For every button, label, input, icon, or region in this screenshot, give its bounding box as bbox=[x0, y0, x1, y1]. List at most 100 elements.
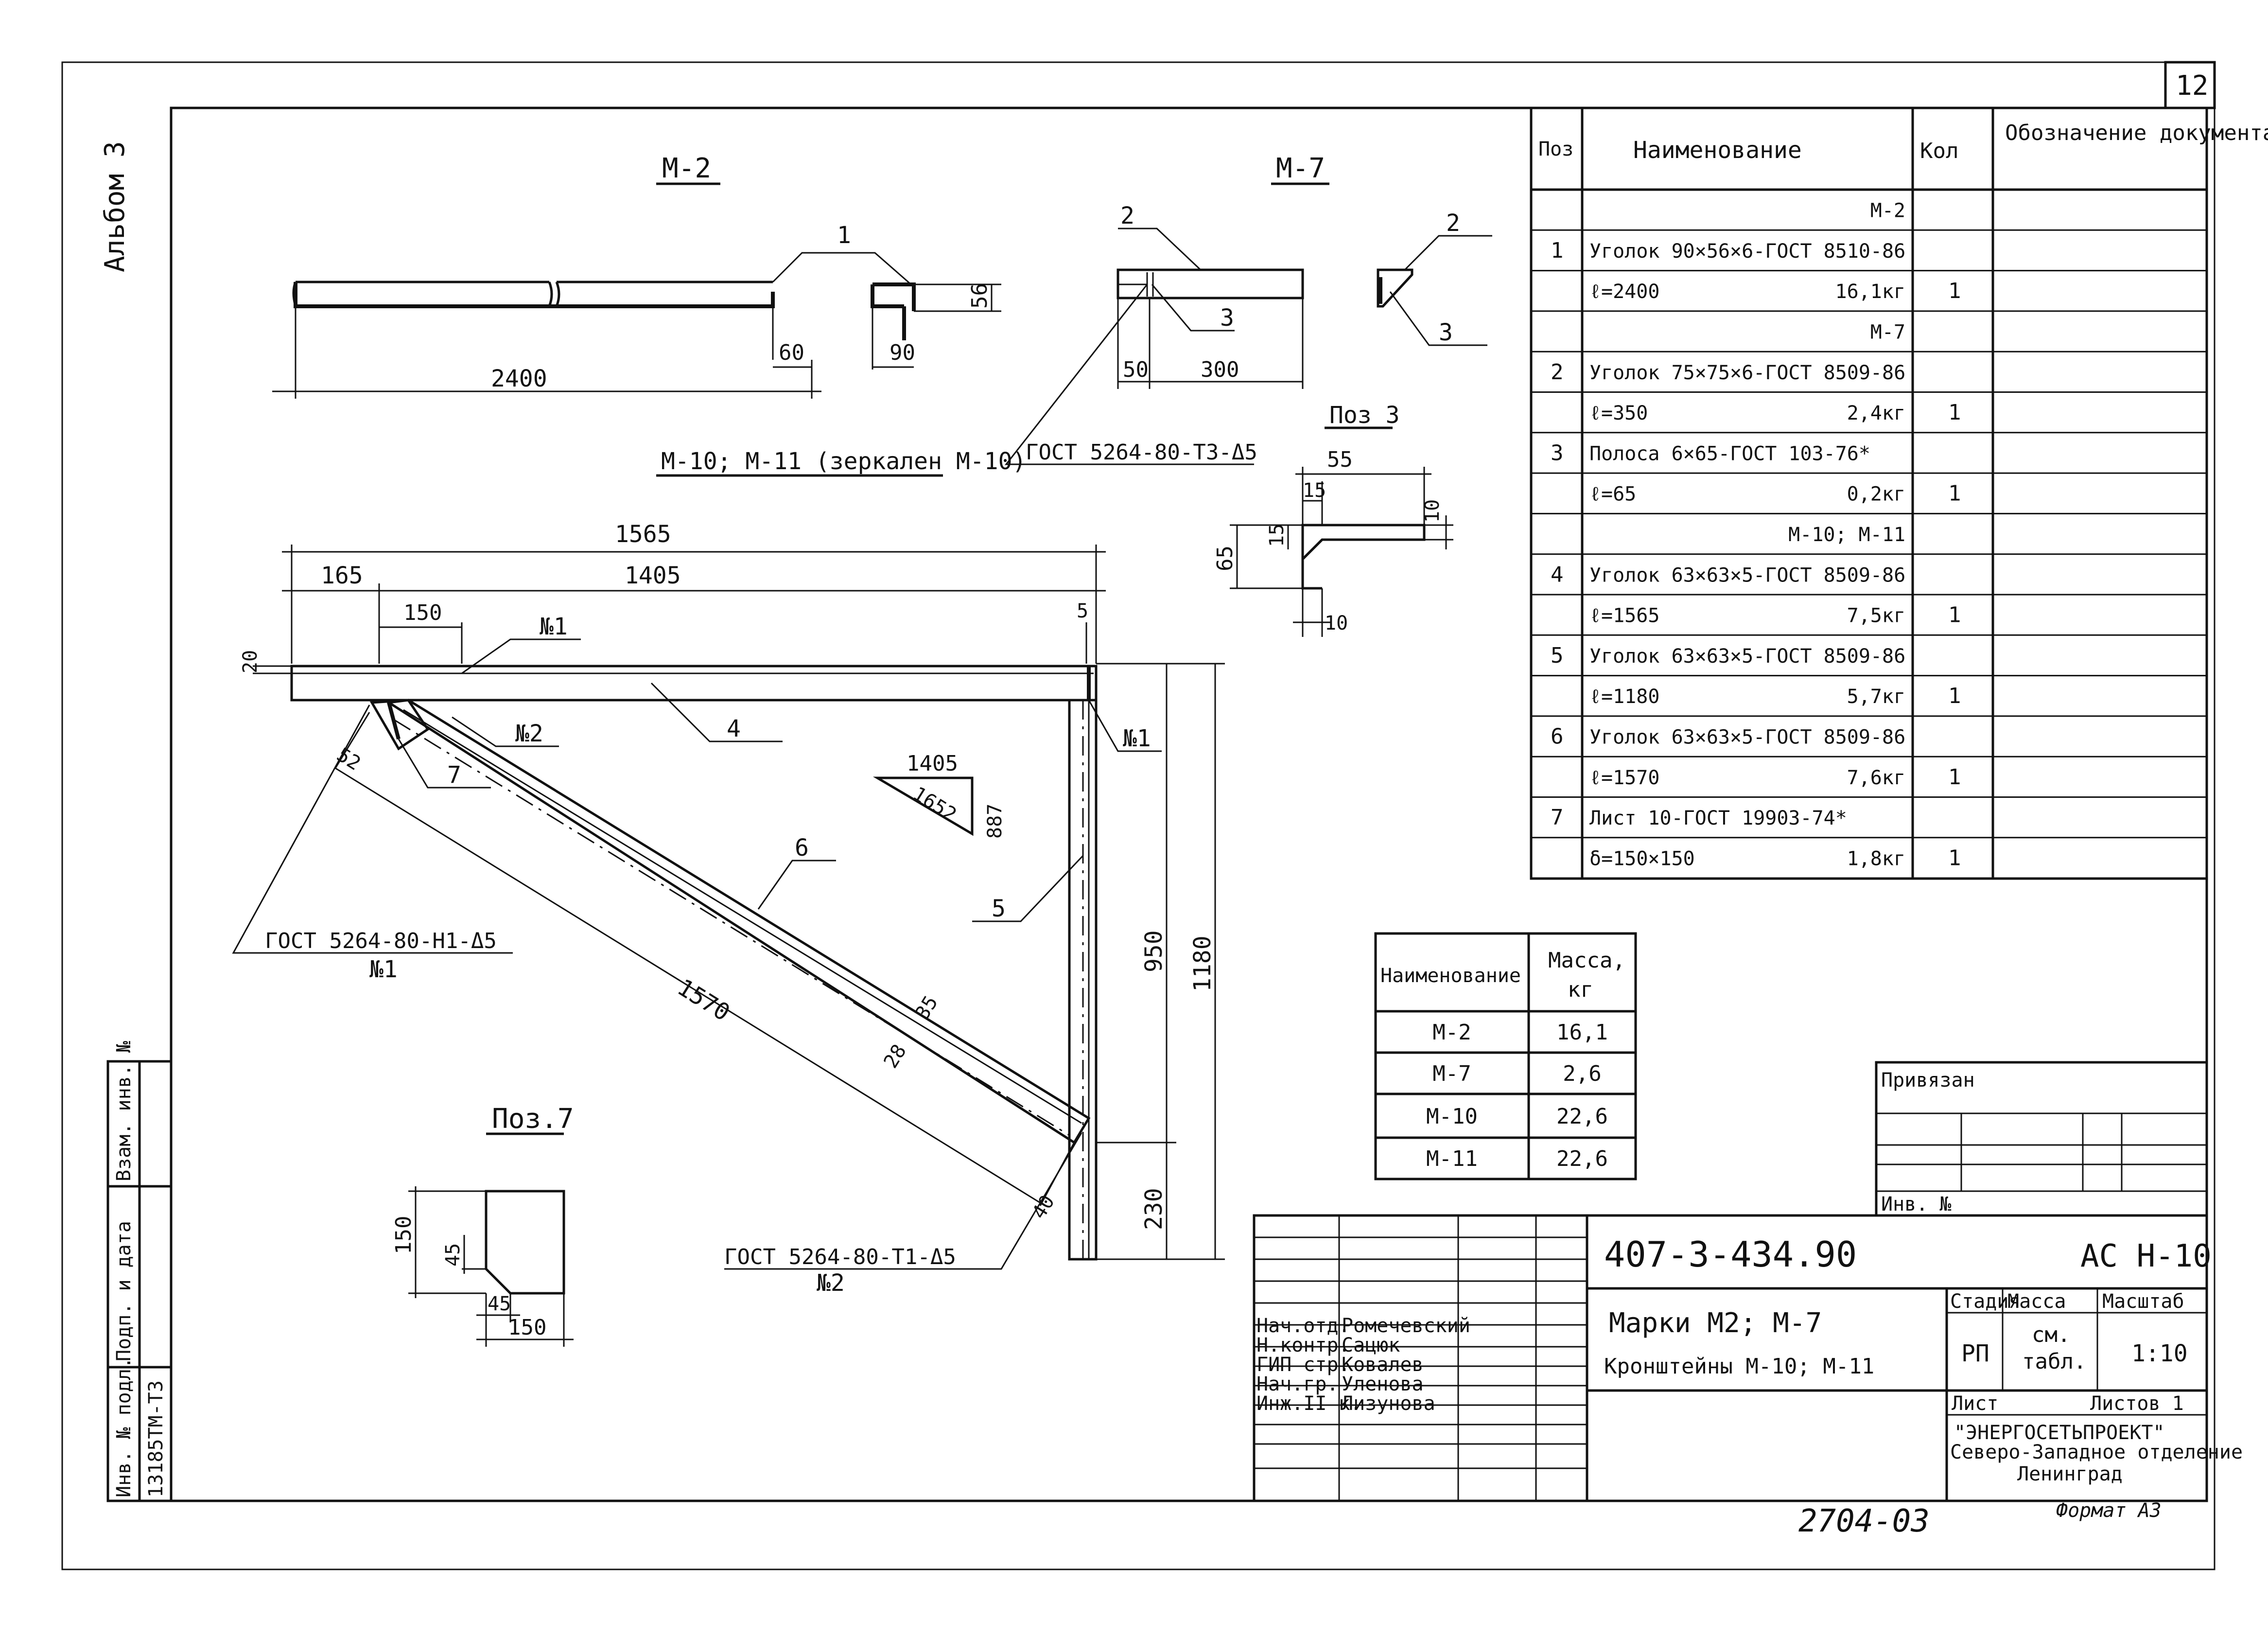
poz7-dim-45h: 45 bbox=[488, 1293, 511, 1315]
spec-row-name: ℓ=65 bbox=[1589, 483, 1636, 506]
spec-row-name: Полоса 6×65-ГОСТ 103-76* bbox=[1589, 442, 1870, 465]
mass-row-name: М-2 bbox=[1432, 1020, 1471, 1045]
mass-header-mass-2: кг bbox=[1568, 977, 1593, 1002]
m10-pos-5: 5 bbox=[992, 895, 1006, 922]
title-line-2: Кронштейны М-10; М-11 bbox=[1604, 1354, 1874, 1379]
spec-row-name: ℓ=350 bbox=[1589, 402, 1648, 424]
poz7-title: Поз.7 bbox=[492, 1103, 574, 1135]
m10-dim-230: 230 bbox=[1140, 1188, 1168, 1230]
person-name: Лизунова bbox=[1342, 1392, 1435, 1415]
sheet-label: Лист bbox=[1952, 1392, 1998, 1415]
spec-header-doc-text: Обозначение документа bbox=[2005, 121, 2268, 145]
m10-weld-bottom: ГОСТ 5264-80-Т1-Δ5 bbox=[724, 1245, 956, 1269]
person-role: ГИП стр. bbox=[1256, 1354, 1350, 1376]
poz3-dim-65: 65 bbox=[1213, 546, 1238, 571]
spec-row-name: Уголок 63×63×5-ГОСТ 8509-86 bbox=[1589, 645, 1905, 668]
spec-row-mass: 5,7кг bbox=[1847, 686, 1905, 708]
spec-row-name: Уголок 63×63×5-ГОСТ 8509-86 bbox=[1589, 564, 1905, 586]
spec-header-name: Наименование bbox=[1633, 137, 1802, 164]
m10-n1-top: №1 bbox=[540, 613, 568, 640]
view-m10: М-10; М-11 (зеркален М-10) 1565 165 1405… bbox=[232, 448, 1225, 1297]
spec-header-qty: Кол bbox=[1920, 139, 1958, 163]
left-stamp: Взам. инв. № Подп. и дата Инв. № подл. 1… bbox=[106, 1041, 173, 1502]
m2-dim-60: 60 bbox=[779, 340, 804, 365]
m10-weld-bottom-n: №2 bbox=[817, 1269, 845, 1297]
title-line-1: Марки М2; М-7 bbox=[1609, 1307, 1822, 1339]
spec-row-qty: 1 bbox=[1948, 481, 1961, 506]
spec-header-doc: Обозначение документа bbox=[2005, 121, 2268, 145]
m10-dim-150: 150 bbox=[403, 600, 442, 625]
view-m2: М-2 2400 60 90 56 1 bbox=[272, 153, 1001, 399]
spec-row-mass: 7,6кг bbox=[1847, 767, 1905, 789]
m10-dim-1570: 1570 bbox=[673, 974, 735, 1027]
spec-row-mass: М-10; М-11 bbox=[1788, 524, 1905, 546]
spec-row-pos: 3 bbox=[1551, 440, 1564, 465]
spec-row-name: δ=150×150 bbox=[1589, 847, 1695, 870]
format-label: Формат А3 bbox=[2056, 1499, 2162, 1522]
mass-row-value: 16,1 bbox=[1556, 1020, 1608, 1045]
person-name: Ковалев bbox=[1342, 1354, 1424, 1376]
m10-title: М-10; М-11 (зеркален М-10) bbox=[661, 448, 1026, 475]
poz3-dim-15a: 15 bbox=[1266, 524, 1288, 547]
spec-row-mass: М-2 bbox=[1870, 200, 1905, 222]
spec-row-qty: 1 bbox=[1948, 845, 1961, 870]
stamp-inv-value: 13185ТМ-Т3 bbox=[145, 1380, 167, 1497]
sheet-number: 12 bbox=[2176, 70, 2208, 102]
mass-value-1: см. bbox=[2032, 1322, 2070, 1347]
sheets-label: Листов 1 bbox=[2090, 1392, 2184, 1415]
spec-row-name: ℓ=1565 bbox=[1589, 605, 1659, 627]
m10-pos-7: 7 bbox=[447, 761, 461, 789]
m10-dim-1565: 1565 bbox=[615, 521, 671, 548]
stage-value: РП bbox=[1961, 1340, 1989, 1367]
spec-row-mass: М-7 bbox=[1870, 321, 1905, 344]
m10-tri-c: 887 bbox=[984, 804, 1006, 839]
mass-header-mass-1: Масса, bbox=[1548, 948, 1625, 973]
mass-row-name: М-10 bbox=[1426, 1104, 1478, 1129]
org-line-3: Ленинград bbox=[2017, 1463, 2123, 1485]
m10-n1-right: №1 bbox=[1123, 725, 1151, 752]
poz7-dim-150v: 150 bbox=[391, 1216, 416, 1254]
mass-row-value: 2,6 bbox=[1563, 1061, 1601, 1086]
stamp-inv-podl: Инв. № подл. bbox=[113, 1357, 135, 1497]
m10-pos-6: 6 bbox=[795, 834, 809, 862]
m2-title: М-2 bbox=[662, 153, 711, 184]
m10-tri-b: 1652 bbox=[909, 782, 960, 826]
spec-row-qty: 1 bbox=[1948, 684, 1961, 708]
spec-row-name: ℓ=1570 bbox=[1589, 767, 1659, 789]
person-role: Нач.гр. bbox=[1256, 1373, 1339, 1395]
poz3-dim-10b: 10 bbox=[1325, 612, 1348, 634]
m7-pos-2: 2 bbox=[1120, 202, 1134, 229]
spec-row-pos: 7 bbox=[1551, 805, 1564, 830]
handwritten-number: 2704-03 bbox=[1798, 1503, 1930, 1539]
m10-dim-1405: 1405 bbox=[625, 562, 681, 589]
mass-row-name: М-7 bbox=[1432, 1061, 1471, 1086]
person-name: Уленова bbox=[1342, 1373, 1424, 1395]
m10-weld-left-n: №1 bbox=[369, 956, 398, 983]
spec-row-pos: 4 bbox=[1551, 562, 1564, 587]
inner-frame bbox=[170, 106, 2208, 1502]
m10-weld-left: ГОСТ 5264-80-Н1-Δ5 bbox=[265, 929, 497, 953]
org-line-1: "ЭНЕРГОСЕТЬПРОЕКТ" bbox=[1954, 1422, 2164, 1444]
mass-row-name: М-11 bbox=[1426, 1146, 1478, 1171]
spec-header-pos: Поз bbox=[1538, 138, 1573, 160]
spec-row-name: ℓ=1180 bbox=[1589, 686, 1659, 708]
spec-row-mass: 1,8кг bbox=[1847, 847, 1905, 870]
m7-side-pos-2: 2 bbox=[1446, 210, 1460, 237]
m2-dim-56: 56 bbox=[967, 283, 992, 309]
poz3-dim-55: 55 bbox=[1327, 447, 1353, 472]
scale-value: 1:10 bbox=[2131, 1340, 2188, 1367]
title-code: 407-3-434.90 bbox=[1604, 1234, 1857, 1275]
m10-n2-top: №2 bbox=[515, 720, 543, 747]
m2-pos-1: 1 bbox=[837, 222, 851, 249]
poz7-dim-150h: 150 bbox=[508, 1315, 546, 1340]
poz3-dim-10a: 10 bbox=[1421, 499, 1444, 523]
m10-tri-a: 1405 bbox=[907, 751, 958, 776]
m10-dim-28: 28 bbox=[879, 1040, 911, 1072]
scale-label: Масштаб bbox=[2102, 1290, 2184, 1313]
spec-row-pos: 5 bbox=[1551, 643, 1564, 668]
m2-dim-90: 90 bbox=[890, 340, 915, 365]
m7-dim-300: 300 bbox=[1201, 357, 1239, 382]
spec-row-qty: 1 bbox=[1948, 765, 1961, 790]
